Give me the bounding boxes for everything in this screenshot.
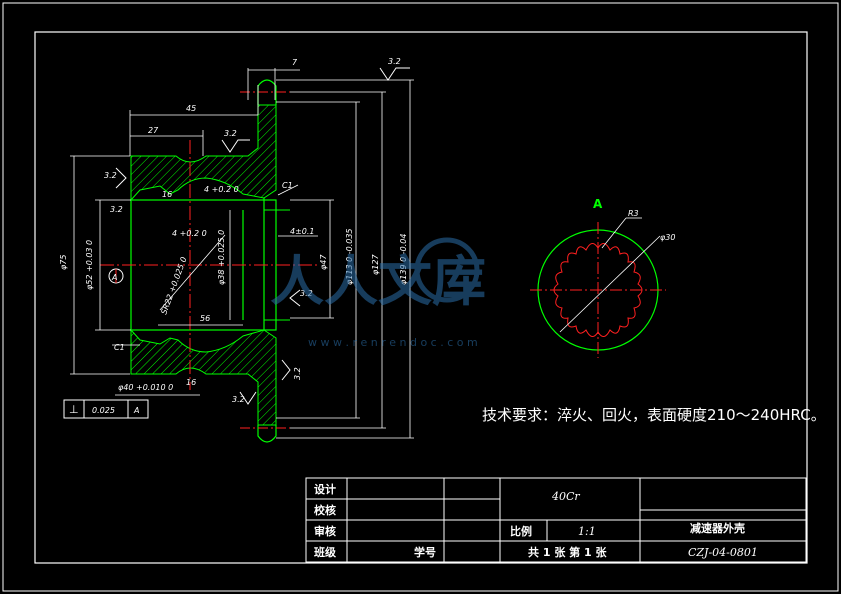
tb-student-no: 学号: [414, 545, 436, 559]
dim-d75: φ75: [59, 255, 68, 270]
watermark: 人人文库 w w w . r e n r e n d o c . c o m: [270, 237, 486, 349]
dim-d52: φ52 +0.03 0: [85, 240, 94, 290]
dim-56: 56: [200, 314, 210, 323]
hatch-upper-hub: [130, 104, 277, 202]
tb-scale-label: 比例: [510, 524, 532, 538]
rough-b: 3.2: [104, 171, 117, 180]
dim-c1-bottom: C1: [114, 343, 125, 352]
surface-finish-symbols: [115, 67, 410, 405]
dim-tol-b: 4 +0.2 0: [172, 229, 207, 238]
tolerance-frame: ⊥ 0.025 A: [63, 399, 149, 419]
svg-text:⊥: ⊥: [69, 403, 79, 416]
dim-d38: φ38 +0.025 0: [217, 230, 226, 285]
hatch-lower-hub: [130, 328, 277, 426]
tb-scale: 1:1: [578, 525, 596, 538]
view-a-label: A: [593, 197, 603, 211]
rough-top: 3.2: [388, 57, 401, 66]
sheet-inner-border: [34, 31, 808, 564]
dim-41: 4±0.1: [290, 227, 315, 236]
tb-design: 设计: [314, 482, 336, 496]
dim-7: 7: [292, 58, 298, 67]
tb-part-name: 减速器外壳: [690, 521, 745, 535]
rough-e: 3.2: [293, 367, 302, 380]
flange-bottom: [257, 425, 277, 443]
tb-class: 班级: [314, 545, 337, 559]
title-block: [305, 477, 807, 563]
rough-c: 3.2: [110, 205, 123, 214]
dim-d30: φ30: [660, 233, 675, 242]
dim-16a: 16: [162, 190, 172, 199]
dim-r3: R3: [628, 209, 639, 218]
svg-text:A: A: [111, 273, 117, 282]
tech-requirements: 技术要求：淬火、回火，表面硬度210～240HRC。: [482, 406, 826, 424]
dim-45: 45: [186, 104, 196, 113]
svg-text:人人文库: 人人文库: [270, 250, 486, 313]
dim-d40: φ40 +0.010 0: [118, 383, 173, 392]
dim-d47: φ47: [319, 254, 328, 270]
datum-a-marker: A: [108, 268, 124, 284]
rough-f: 3.2: [232, 395, 245, 404]
tb-sheets: 共 1 张 第 1 张: [528, 545, 607, 559]
svg-text:0.025: 0.025: [92, 406, 115, 415]
section-view-a: A R3 φ30: [530, 197, 675, 358]
tb-review: 审核: [314, 524, 336, 538]
dim-d139: φ139 0 -0.04: [399, 234, 408, 285]
dim-tol-a: 4 +0.2 0: [204, 185, 239, 194]
tb-check: 校核: [314, 503, 336, 517]
rough-d: 3.2: [300, 289, 313, 298]
dim-c1-top: C1: [282, 181, 293, 190]
tb-drawing-no: CZJ-04-0801: [688, 546, 758, 559]
svg-text:w w w . r e n r e n d o c . c: w w w . r e n r e n d o c . c o m: [308, 336, 478, 349]
dim-16b: 16: [186, 378, 196, 387]
tb-material: 40Cr: [551, 490, 580, 503]
section-view: [100, 79, 320, 443]
dimension-lines: [70, 68, 414, 439]
rough-a: 3.2: [224, 129, 237, 138]
dim-27: 27: [148, 126, 159, 135]
dim-d113: φ113 0 -0.035: [345, 228, 354, 285]
svg-text:A: A: [133, 406, 139, 415]
dim-d127: φ127: [371, 254, 380, 275]
